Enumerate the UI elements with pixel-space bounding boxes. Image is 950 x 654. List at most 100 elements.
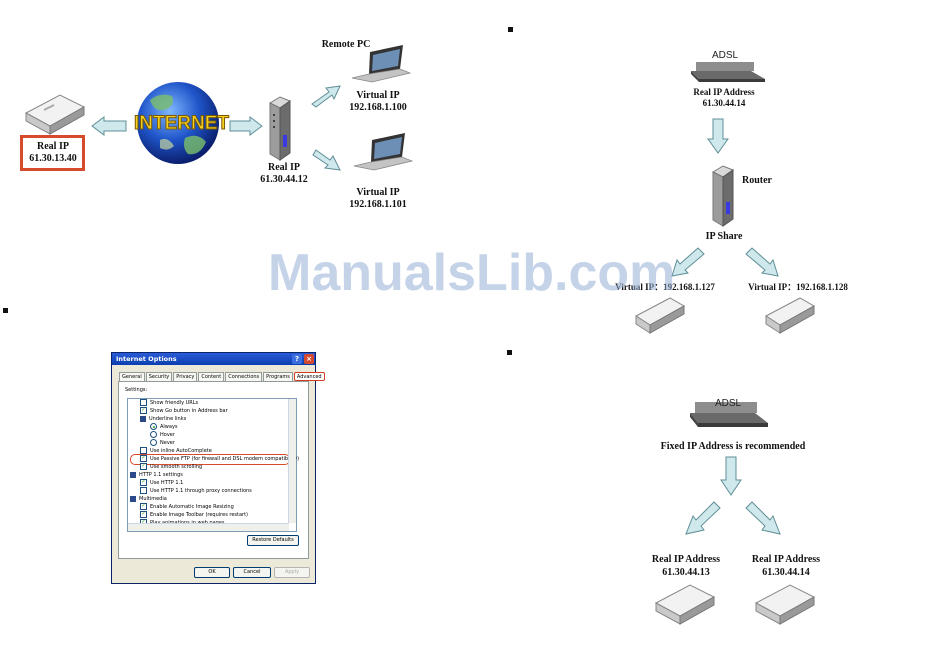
- laptop-icon: [351, 45, 412, 83]
- real-ip-title-left: Real IP Address: [651, 554, 721, 565]
- watermark: ManualsLib.com: [268, 244, 676, 302]
- internet-options-dialog: Internet Options ? × General Security Pr…: [111, 352, 325, 584]
- adsl-modem-icon: [690, 402, 768, 427]
- settings-label: Settings:: [125, 387, 148, 393]
- internet-globe-icon: [137, 82, 219, 164]
- real-ip-value-right: 61.30.44.14: [762, 567, 810, 578]
- underline-icon: [140, 415, 146, 422]
- arrow-down-icon: [707, 118, 729, 154]
- checkbox[interactable]: [140, 399, 147, 406]
- virtual-ip-title: Virtual IP: [356, 90, 400, 101]
- diagram-network-internet: [20, 45, 414, 171]
- arrow-down-left-icon: [685, 501, 721, 535]
- real-ip-value: 61.30.13.40: [29, 153, 77, 164]
- real-ip-value: 61.30.44.14: [702, 98, 746, 108]
- settings-list: Show friendly URLs ✓Show Go button in Ad…: [127, 398, 300, 532]
- arrow-down-icon: [720, 456, 742, 496]
- adsl-label: ADSL: [711, 50, 739, 61]
- virtual-ip-right: Virtual IP：192.168.1.128: [748, 282, 848, 292]
- router-real-ip-title: Real IP: [268, 162, 300, 173]
- vertical-scrollbar[interactable]: [288, 399, 296, 523]
- arrow-down-left-icon: [671, 247, 705, 277]
- arrow-up-right-icon: [311, 85, 341, 108]
- virtual-ip-value: 192.168.1.100: [349, 102, 407, 113]
- list-item[interactable]: Hover: [150, 431, 175, 439]
- radio[interactable]: [150, 439, 157, 446]
- list-item: Multimedia: [130, 495, 167, 503]
- close-button[interactable]: ×: [304, 354, 314, 364]
- highlight-box: [20, 135, 85, 171]
- laptop-icon: [353, 133, 414, 171]
- router-label: Router: [742, 175, 772, 186]
- cancel-button[interactable]: Cancel: [233, 567, 271, 578]
- virtual-ip-value: 192.168.1.101: [349, 199, 407, 210]
- restore-defaults-button[interactable]: Restore Defaults: [247, 535, 299, 546]
- tab-programs[interactable]: Programs: [263, 372, 293, 381]
- diagram-fixed-ip: [654, 402, 816, 625]
- real-ip-value-left: 61.30.44.13: [662, 567, 710, 578]
- router-icon: [268, 96, 292, 161]
- tab-security[interactable]: Security: [145, 372, 173, 381]
- checkbox[interactable]: [140, 447, 147, 454]
- list-item[interactable]: ✓Enable Image Toolbar (requires restart): [140, 511, 249, 518]
- list-item[interactable]: ✓Enable Automatic Image Resizing: [140, 503, 234, 510]
- adsl-label: ADSL: [714, 398, 742, 409]
- list-item[interactable]: ✓Use smooth scrolling: [140, 463, 203, 470]
- list-item: HTTP 1.1 settings: [130, 471, 183, 479]
- list-item[interactable]: Show friendly URLs: [140, 399, 198, 407]
- fixed-ip-label: Fixed IP Address is recommended: [660, 441, 806, 452]
- arrow-down-right-icon: [312, 149, 341, 171]
- real-ip-title: Real IP Address: [693, 87, 755, 97]
- list-item[interactable]: Never: [150, 439, 175, 447]
- ok-button[interactable]: OK: [194, 567, 230, 578]
- list-item[interactable]: Always: [150, 423, 178, 431]
- tab-connections[interactable]: Connections: [225, 372, 263, 381]
- checkbox-checked[interactable]: ✓: [140, 511, 147, 518]
- checkbox-checked[interactable]: ✓: [140, 407, 147, 414]
- tab-strip: General Security Privacy Content Connect…: [119, 372, 326, 381]
- router-icon: [711, 165, 735, 227]
- list-item[interactable]: ✓Use HTTP 1.1: [140, 479, 184, 486]
- checkbox-checked[interactable]: ✓: [140, 503, 147, 510]
- checkbox-checked[interactable]: ✓: [140, 479, 147, 486]
- dialog-title-bar: Internet Options ? ×: [112, 353, 315, 365]
- horizontal-scrollbar[interactable]: [128, 523, 289, 531]
- radio[interactable]: [150, 431, 157, 438]
- tab-general[interactable]: General: [119, 372, 145, 381]
- checkbox-checked[interactable]: ✓: [140, 463, 147, 470]
- checkbox[interactable]: [140, 487, 147, 494]
- multimedia-icon: [130, 495, 136, 502]
- list-item[interactable]: Use HTTP 1.1 through proxy connections: [140, 487, 252, 495]
- remote-pc-label: Remote PC: [321, 39, 371, 50]
- tab-advanced[interactable]: Advanced: [293, 372, 325, 381]
- real-ip-title: Real IP: [37, 141, 69, 152]
- list-item[interactable]: Use inline AutoComplete: [140, 447, 212, 455]
- advanced-pane: Settings: Show friendly URLs ✓Show Go bu…: [118, 381, 309, 559]
- virtual-ip-left: Virtual IP：192.168.1.127: [615, 282, 715, 292]
- adsl-modem-icon: [691, 62, 765, 82]
- list-item: Underline links: [140, 415, 186, 423]
- apply-button[interactable]: Apply: [274, 567, 310, 578]
- arrow-left-icon: [91, 116, 127, 136]
- real-ip-title-right: Real IP Address: [751, 554, 821, 565]
- bullet-marker: [507, 350, 512, 355]
- modem-icon: [24, 94, 86, 135]
- list-item-passive-ftp[interactable]: ✓Use Passive FTP (for firewall and DSL m…: [140, 455, 300, 462]
- modem-icon: [754, 584, 816, 625]
- arrow-right-icon: [229, 116, 263, 136]
- list-item[interactable]: ✓Show Go button in Address bar: [140, 407, 228, 414]
- internet-label: INTERNET: [134, 113, 230, 135]
- ip-share-label: IP Share: [705, 231, 743, 242]
- router-real-ip-value: 61.30.44.12: [260, 174, 308, 185]
- radio-selected[interactable]: [150, 423, 157, 430]
- help-button[interactable]: ?: [292, 354, 302, 364]
- checkbox-checked[interactable]: ✓: [140, 455, 147, 462]
- modem-icon: [635, 297, 686, 334]
- tab-privacy[interactable]: Privacy: [173, 372, 198, 381]
- virtual-ip-title: Virtual IP: [356, 187, 400, 198]
- tab-content[interactable]: Content: [198, 372, 225, 381]
- http-icon: [130, 471, 136, 478]
- modem-icon: [654, 584, 716, 625]
- arrow-down-right-icon: [745, 501, 781, 535]
- arrow-down-right-icon: [745, 247, 779, 277]
